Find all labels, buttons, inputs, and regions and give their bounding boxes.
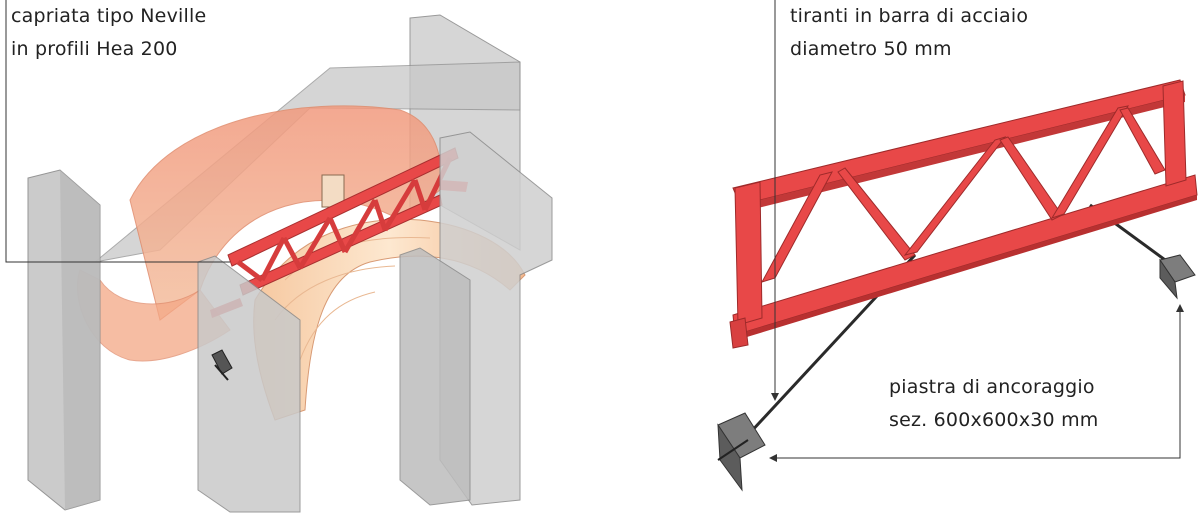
plate-leader-arrow-left [769,454,777,462]
front-wall-center [197,255,301,513]
anchor-plate-small [211,349,233,381]
truss-end-right [1162,80,1187,187]
anchor-plate-right [1159,254,1196,300]
rods-label-line-1: tiranti in barra di acciaio [790,5,1029,27]
plate-label: piastra di ancoraggio sez. 600x600x30 mm [889,371,1099,437]
truss-bottom-chord [732,174,1198,336]
rods-label-line-2: diametro 50 mm [790,38,952,60]
truss-end-left [734,181,763,326]
rods-label: tiranti in barra di acciaio diametro 50 … [790,0,1028,66]
plate-label-line-1: piastra di ancoraggio [889,376,1095,398]
rods-leader-arrow [771,393,779,401]
anchor-plate-left [717,412,766,492]
truss-label-line-2: in profili Hea 200 [11,38,178,60]
plate-label-line-2: sez. 600x600x30 mm [889,409,1099,431]
truss-label: capriata tipo Neville in profili Hea 200 [11,0,206,66]
truss-leader-line [5,0,230,263]
plate-leader-line [775,310,1181,459]
building-section-view [27,14,553,513]
truss-diagonals [760,105,1166,283]
pier-right [399,247,471,506]
truss-label-line-1: capriata tipo Neville [11,5,207,27]
plate-leader-arrow-top [1176,304,1184,312]
truss-detail-view [717,79,1198,492]
